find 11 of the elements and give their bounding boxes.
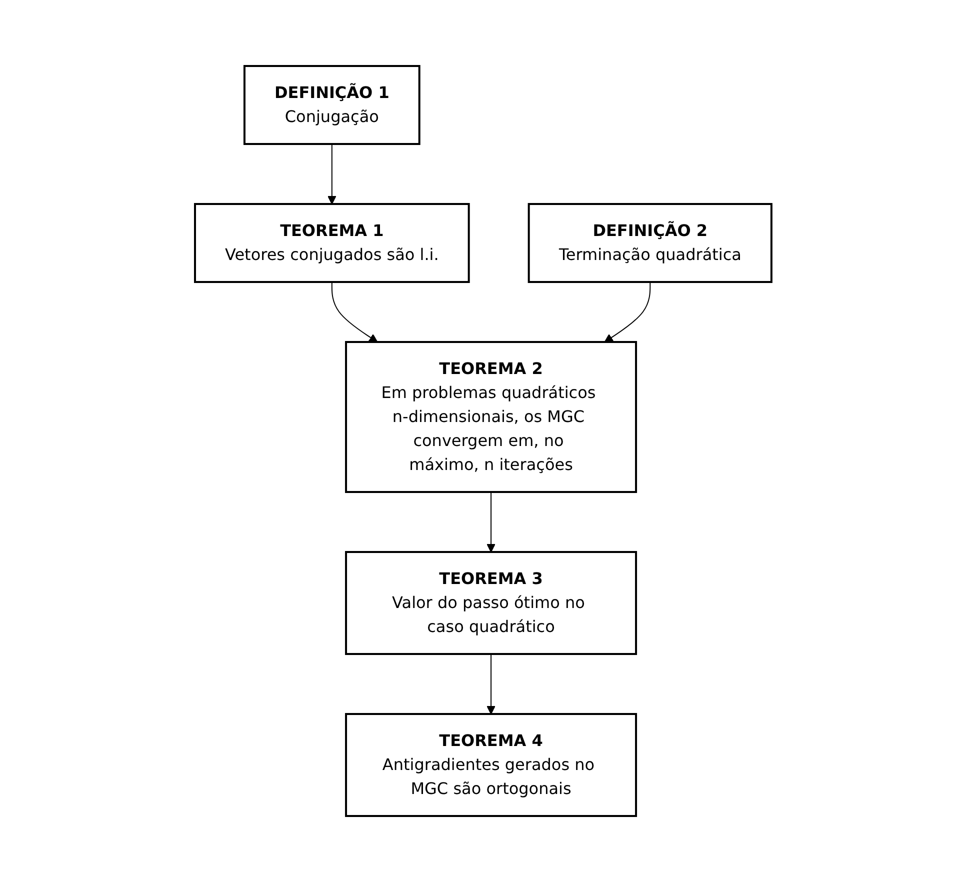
node-box: TEOREMA 3 Valor do passo ótimo no caso quadrático <box>345 550 638 654</box>
arrow <box>486 653 496 714</box>
node-box: TEOREMA 1 Vetores conjugados são l.i. <box>194 202 470 282</box>
arrow <box>332 281 378 342</box>
node-box: DEFINIÇÃO 2 Terminação quadrática <box>528 202 773 282</box>
node-box: DEFINIÇÃO 1 Conjugação <box>244 64 421 144</box>
node-box: TEOREMA 2 Em problemas quadráticos n-dimensionais, os MGC convergem em, no máximo, n iterações <box>345 340 638 492</box>
arrow <box>328 143 337 204</box>
arrow <box>604 281 651 342</box>
arrow <box>486 491 496 552</box>
node-box: TEOREMA 4 Antigradientes gerados no MGC são ortogonais <box>345 712 638 816</box>
